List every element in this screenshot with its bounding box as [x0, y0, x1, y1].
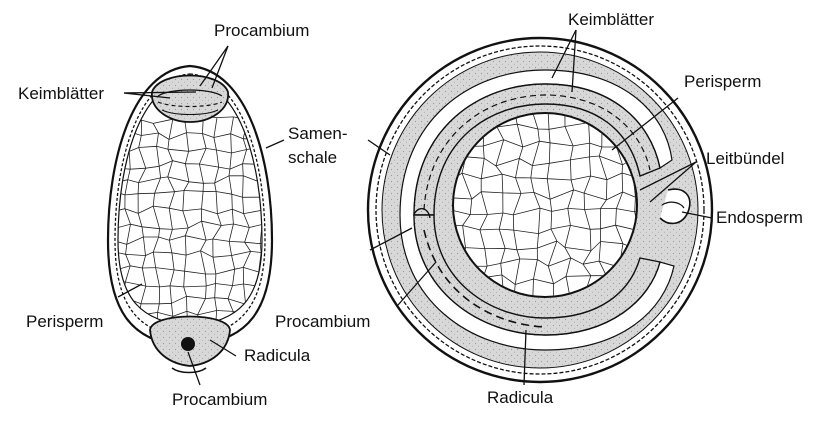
label-radicula-left: Radicula	[244, 346, 310, 365]
label-procambium-right: Procambium	[275, 312, 370, 331]
cotyledon-cap	[152, 76, 228, 123]
cross-section-seed	[368, 38, 712, 382]
label-leitbuendel: Leitbündel	[706, 149, 784, 168]
label-keimblaetter-left: Keimblätter	[18, 84, 104, 103]
longitudinal-seed	[108, 66, 281, 373]
label-perisperm-right: Perisperm	[684, 72, 761, 91]
label-perisperm-left: Perisperm	[26, 312, 103, 331]
label-samenschale-line2: schale	[288, 148, 337, 167]
label-samenschale-line1: Samen-	[288, 124, 348, 143]
perisperm-core	[453, 113, 637, 297]
label-procambium-top: Procambium	[214, 21, 309, 40]
label-procambium-bottom-left: Procambium	[172, 390, 267, 409]
label-endosperm: Endosperm	[716, 208, 803, 227]
label-keimblaetter-right: Keimblätter	[568, 10, 654, 29]
label-radicula-right: Radicula	[487, 388, 553, 407]
